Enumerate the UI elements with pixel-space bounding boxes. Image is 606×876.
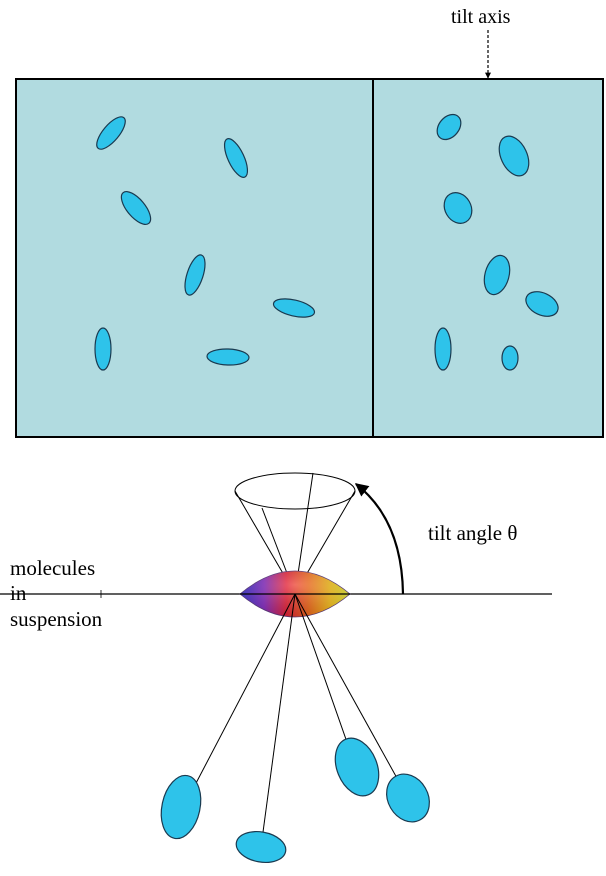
molecule bbox=[206, 348, 250, 366]
molecule bbox=[483, 254, 511, 296]
molecules-label-line2: in bbox=[10, 581, 27, 605]
molecule bbox=[272, 298, 316, 318]
molecule bbox=[436, 113, 462, 141]
molecule bbox=[334, 737, 380, 797]
molecule bbox=[94, 327, 112, 371]
molecule bbox=[501, 345, 519, 371]
molecules-left bbox=[94, 116, 316, 371]
tilt-angle-arc bbox=[354, 483, 405, 595]
sample-panel bbox=[15, 78, 604, 438]
projection-arrow bbox=[294, 593, 356, 766]
molecule bbox=[525, 291, 559, 317]
molecule bbox=[434, 327, 452, 371]
tilt-angle-label: tilt angle θ bbox=[428, 521, 517, 545]
molecule bbox=[498, 135, 530, 177]
projection-arrow bbox=[294, 593, 409, 799]
molecules-projected bbox=[160, 737, 430, 863]
tilt-cone-rim bbox=[234, 472, 356, 510]
molecule bbox=[223, 138, 249, 178]
panel-right bbox=[372, 78, 604, 438]
molecule bbox=[96, 116, 126, 150]
molecule bbox=[160, 774, 202, 840]
molecule bbox=[386, 773, 430, 823]
tilt-geometry bbox=[0, 472, 552, 848]
molecules-right bbox=[434, 113, 559, 371]
projection-arrow bbox=[182, 593, 296, 809]
molecule bbox=[184, 254, 206, 296]
molecules-label-line3: suspension bbox=[10, 607, 103, 631]
tilt-axis-label: tilt axis bbox=[451, 6, 511, 28]
projection-arrow bbox=[259, 593, 296, 848]
molecule bbox=[443, 192, 473, 224]
molecule bbox=[120, 191, 152, 225]
molecule bbox=[235, 831, 287, 863]
molecules-label-line1: molecules bbox=[10, 556, 95, 580]
